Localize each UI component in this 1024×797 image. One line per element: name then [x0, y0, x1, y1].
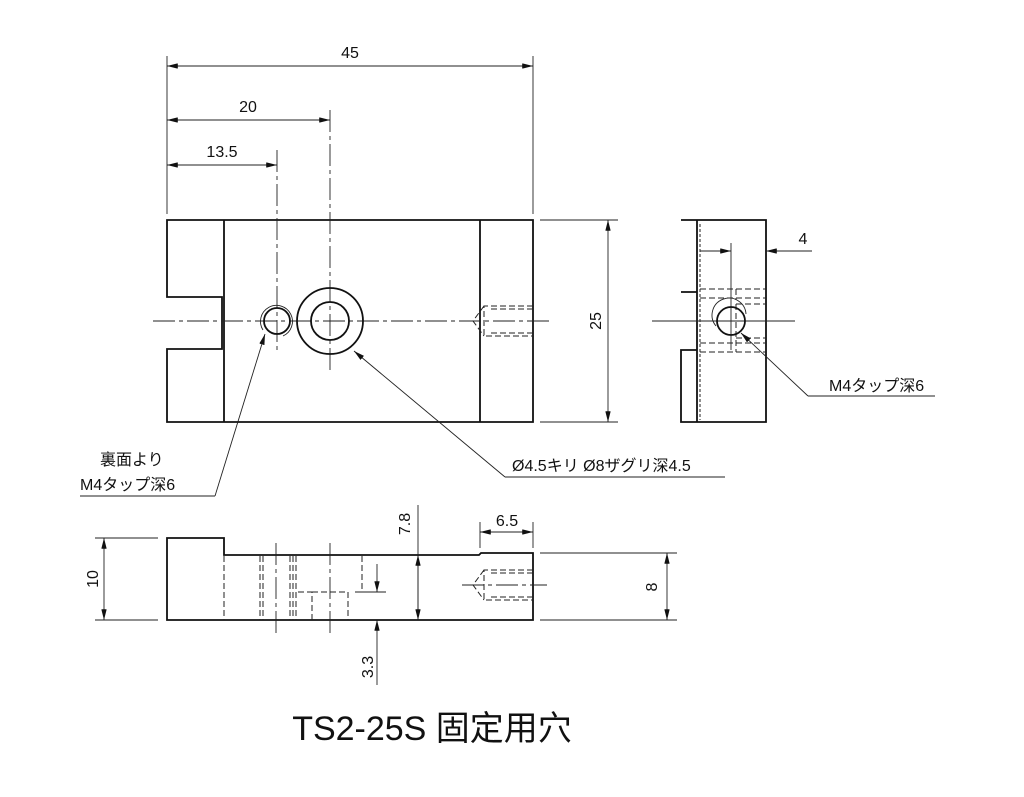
side-view: 4 M4タップ深6	[652, 219, 935, 423]
front-notes: 裏面より M4タップ深6 Ø4.5キリ Ø8ザグリ深4.5	[80, 333, 725, 497]
bottom-view	[166, 537, 547, 633]
note-counterbore: Ø4.5キリ Ø8ザグリ深4.5	[512, 457, 691, 475]
dim-10: 10	[85, 570, 102, 588]
front-dimensions: 45 20 13.5 25	[166, 45, 618, 423]
note-side-tap: M4タップ深6	[829, 377, 924, 395]
dim-45: 45	[341, 45, 359, 62]
counterbore-inner	[310, 301, 350, 341]
dim-8: 8	[644, 582, 661, 591]
note-back-line1: 裏面より	[100, 450, 164, 469]
front-view	[153, 110, 553, 423]
dim-13-5: 13.5	[206, 144, 237, 161]
tapped-hole-back	[263, 307, 291, 335]
dim-7-8: 7.8	[397, 513, 414, 535]
bottom-dimensions: 10 7.8 6.5 8 3.3	[85, 505, 677, 685]
dim-6-5: 6.5	[496, 513, 518, 530]
dim-25: 25	[588, 312, 605, 330]
dim-3-3: 3.3	[360, 656, 377, 678]
tapped-hole-side	[716, 306, 746, 336]
note-back-line2: M4タップ深6	[80, 476, 175, 494]
counterbore-outer	[296, 287, 364, 355]
drawing-title: TS2-25S 固定用穴	[292, 710, 572, 748]
dim-20: 20	[239, 99, 257, 116]
dim-4: 4	[799, 231, 808, 248]
